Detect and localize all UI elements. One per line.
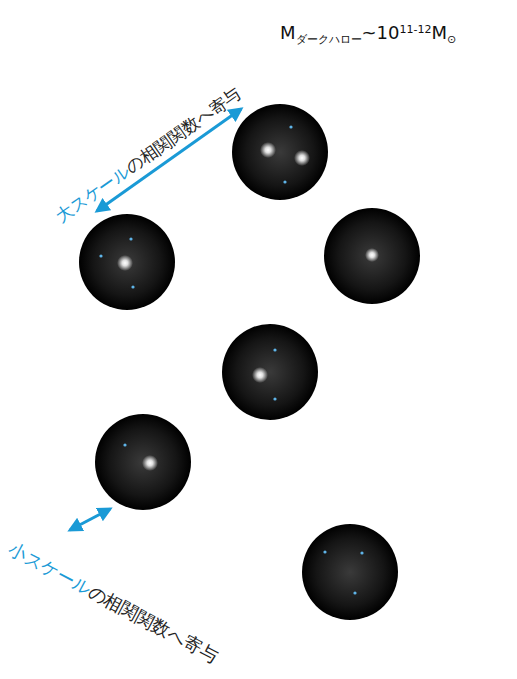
scale-highlight: 小スケール (5, 538, 94, 599)
scale-caption: の相関関数へ寄与 (122, 83, 245, 177)
scale-caption: の相関関数へ寄与 (85, 581, 222, 667)
satellite-dot (273, 397, 276, 400)
satellite-dot (129, 237, 132, 240)
mass-value: ~10 (362, 22, 400, 43)
mass-subscript: ダークハロー (296, 33, 362, 46)
galaxy-glow (365, 248, 379, 262)
small-scale-label: 小スケールの相関関数へ寄与 (5, 538, 222, 667)
large-scale-arrow (97, 109, 241, 211)
halo-mass-label: Mダークハロー~1011-12M⊙ (280, 22, 456, 46)
mass-exponent: 11-12 (400, 23, 432, 36)
galaxy-glow (142, 455, 158, 471)
satellite-dot (360, 551, 363, 554)
galaxy-glow (294, 150, 310, 166)
galaxy-glow (117, 255, 133, 271)
satellite-dot (99, 254, 102, 257)
dark-halo (95, 414, 191, 510)
solar-subscript: ⊙ (447, 33, 456, 46)
galaxy-glow (252, 367, 268, 383)
galaxy-glow (260, 142, 276, 158)
dark-halo (222, 324, 318, 420)
satellite-dot (123, 443, 126, 446)
dark-halo (324, 208, 420, 304)
small-scale-arrow (70, 509, 110, 530)
satellite-galaxies (99, 125, 363, 594)
mass-symbol: M (280, 22, 296, 43)
dark-halo (232, 104, 328, 200)
dark-halo (302, 524, 398, 620)
satellite-dot (273, 348, 276, 351)
dark-halos (79, 104, 420, 620)
satellite-dot (289, 125, 292, 128)
central-galaxies (117, 142, 379, 471)
solar-mass-symbol: M (432, 22, 448, 43)
dark-halo (79, 214, 175, 310)
satellite-dot (131, 285, 134, 288)
satellite-dot (283, 180, 286, 183)
satellite-dot (323, 550, 326, 553)
large-scale-label: 大スケールの相関関数へ寄与 (52, 83, 245, 226)
satellite-dot (353, 591, 356, 594)
